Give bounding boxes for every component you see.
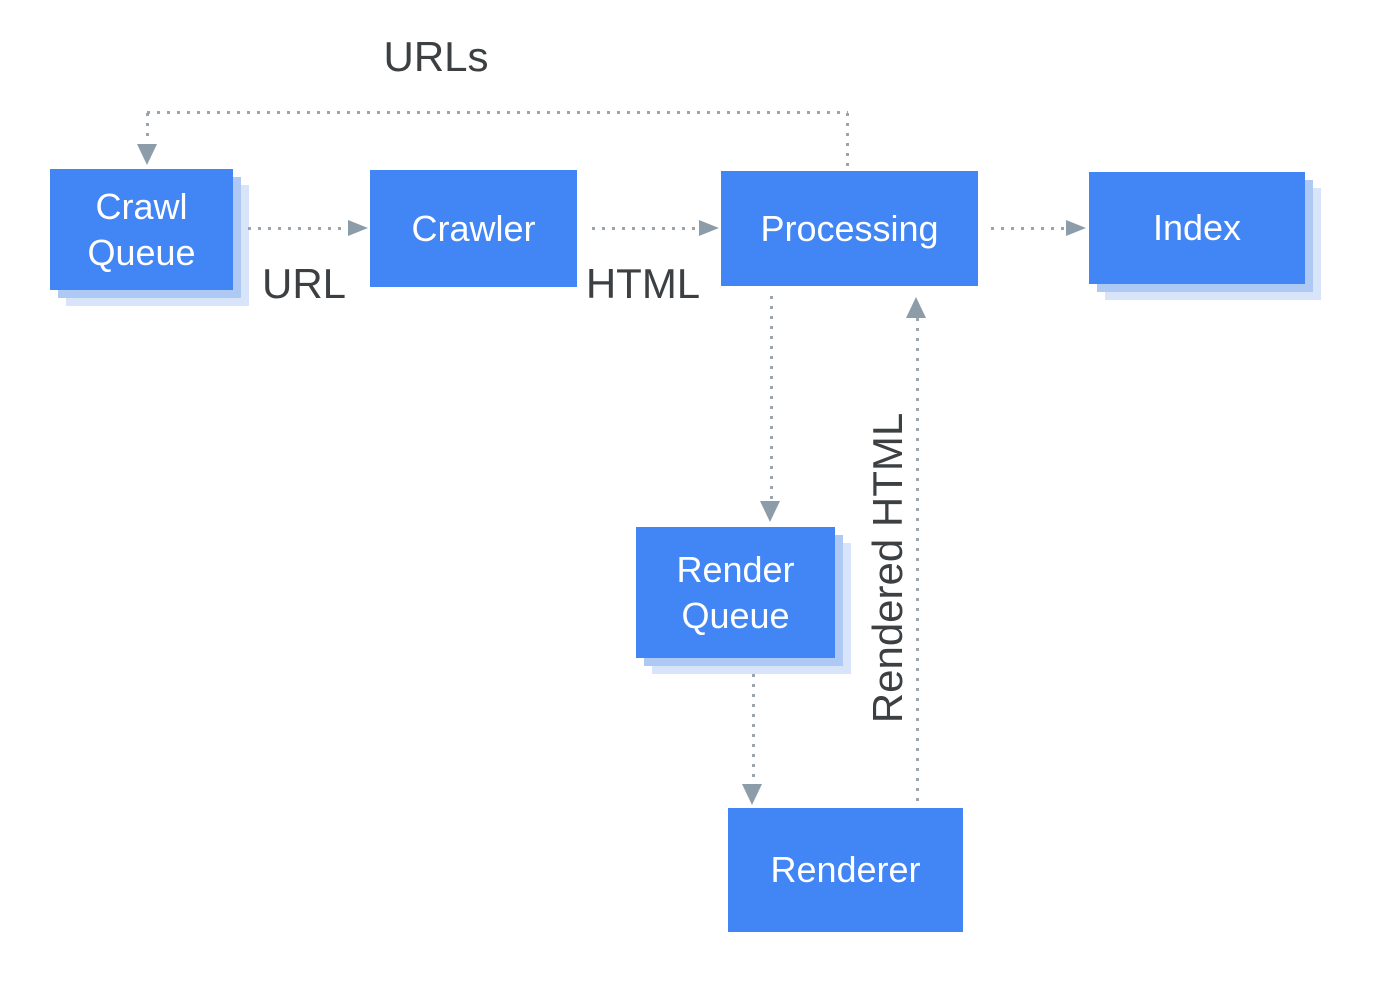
node-render-queue-label: Render Queue — [676, 549, 795, 636]
edge-renderqueue-to-renderer-arrowhead-icon — [742, 784, 762, 805]
edge-processing-to-index-line-0 — [991, 227, 1067, 230]
node-index: Index — [1089, 172, 1305, 284]
edge-label-urls: URLs — [383, 33, 489, 80]
node-crawler: Crawler — [370, 170, 577, 287]
edge-processing-to-index-arrowhead-icon — [1066, 220, 1086, 236]
edge-processing-to-crawlqueue-loop-arrowhead-icon — [137, 144, 157, 165]
edge-processing-to-renderqueue-line-0 — [770, 296, 773, 500]
edge-processing-to-crawlqueue-loop-line-0 — [846, 113, 849, 171]
edge-processing-to-crawlqueue-loop-line-2 — [146, 113, 149, 143]
edge-label-rendered-html: Rendered HTML — [864, 412, 911, 724]
edge-crawler-to-processing-arrowhead-icon — [699, 220, 719, 236]
edge-crawlqueue-to-crawler-arrowhead-icon — [348, 220, 368, 236]
node-processing: Processing — [721, 171, 978, 286]
edge-crawlqueue-to-crawler-line-0 — [248, 227, 350, 230]
edge-crawler-to-processing-line-0 — [592, 227, 700, 230]
edge-processing-to-renderqueue-arrowhead-icon — [760, 501, 780, 522]
edge-label-html: HTML — [585, 260, 701, 307]
edge-renderer-to-processing-line-0 — [916, 318, 919, 807]
edge-renderer-to-processing-arrowhead-icon — [906, 297, 926, 318]
node-renderer-label: Renderer — [770, 849, 921, 891]
node-crawler-label: Crawler — [411, 207, 536, 249]
node-crawl-queue: Crawl Queue — [50, 169, 233, 290]
node-render-queue: Render Queue — [636, 527, 835, 658]
edge-label-url: URL — [261, 260, 347, 307]
edge-renderqueue-to-renderer-line-0 — [752, 674, 755, 785]
node-index-label: Index — [1152, 207, 1242, 249]
node-crawl-queue-label: Crawl Queue — [87, 186, 196, 273]
node-renderer: Renderer — [728, 808, 963, 932]
edge-processing-to-crawlqueue-loop-line-1 — [147, 111, 848, 114]
node-processing-label: Processing — [760, 207, 939, 249]
